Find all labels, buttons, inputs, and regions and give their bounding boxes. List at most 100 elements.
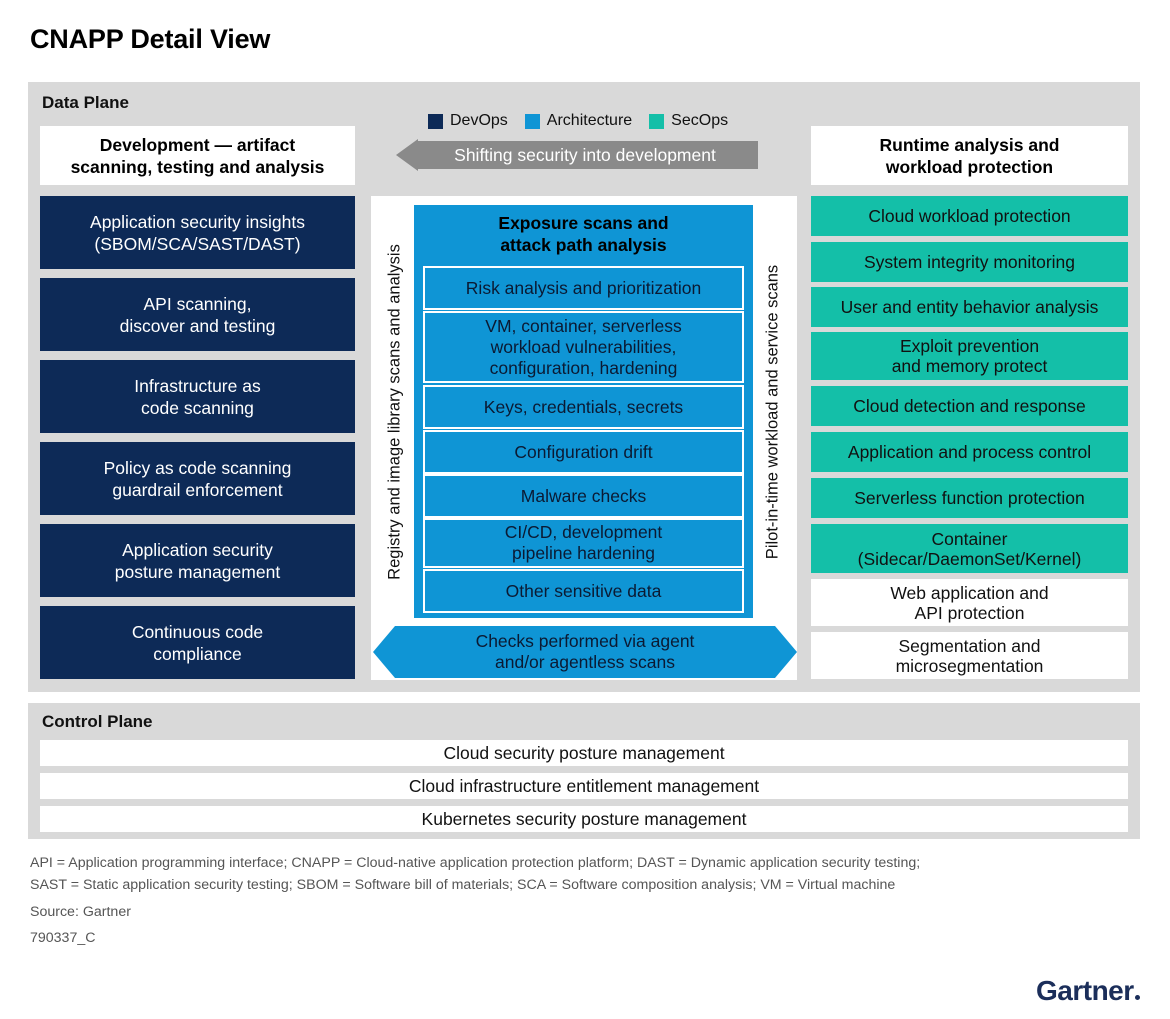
- exposure-item-configuration-drift: Configuration drift: [423, 430, 744, 474]
- runtime-heading-line2: workload protection: [885, 156, 1054, 177]
- dev-item-line: guardrail enforcement: [112, 479, 283, 500]
- development-heading-line1: Development — artifact: [99, 134, 296, 155]
- gartner-logo-text: Gartner: [1036, 975, 1134, 1006]
- legend-label: SecOps: [671, 112, 729, 129]
- exposure-item-line: Risk analysis and prioritization: [465, 277, 702, 298]
- legend-item-devops: DevOps: [428, 112, 508, 130]
- runtime-item-system-integrity-monitoring: System integrity monitoring: [811, 242, 1128, 282]
- development-heading-line2: scanning, testing and analysis: [70, 156, 325, 177]
- runtime-item-line: Segmentation and: [898, 635, 1041, 656]
- control-item-ciem: Cloud infrastructure entitlement managem…: [40, 773, 1128, 799]
- exposure-item-risk-analysis: Risk analysis and prioritization: [423, 266, 744, 310]
- runtime-item-application-process-control: Application and process control: [811, 432, 1128, 472]
- runtime-item-line: Cloud workload protection: [868, 206, 1071, 226]
- exposure-item-malware-checks: Malware checks: [423, 474, 744, 518]
- logo-dot: [1134, 995, 1140, 1000]
- dev-item-line: Policy as code scanning: [103, 457, 292, 478]
- runtime-item-line: and memory protect: [891, 356, 1048, 376]
- checks-double-arrow: [373, 626, 797, 678]
- shift-arrow-label: Shifting security into development: [454, 144, 716, 165]
- runtime-heading-line1: Runtime analysis and: [879, 134, 1060, 155]
- runtime-item-line: System integrity monitoring: [863, 252, 1076, 272]
- runtime-item-cloud-workload-protection: Cloud workload protection: [811, 196, 1128, 236]
- runtime-item-line: API protection: [914, 602, 1025, 623]
- abbreviations-line: API = Application programming interface;…: [30, 855, 921, 871]
- registry-scans-vertical-label: Registry and image library scans and ana…: [385, 244, 404, 580]
- dev-item-line: (SBOM/SCA/SAST/DAST): [94, 233, 301, 254]
- runtime-item-line: Exploit prevention: [899, 336, 1040, 356]
- figure-id: 790337_C: [30, 930, 96, 946]
- exposure-item-line: Keys, credentials, secrets: [483, 396, 684, 417]
- exposure-item-line: Other sensitive data: [505, 580, 662, 601]
- exposure-item-line: CI/CD, development: [504, 522, 663, 542]
- shift-left-arrow: [396, 139, 758, 171]
- exposure-item-other-sensitive-data: Other sensitive data: [423, 569, 744, 613]
- page-title: CNAPP Detail View: [30, 24, 271, 54]
- abbreviations-note: API = Application programming interface;…: [30, 852, 1140, 896]
- runtime-item-serverless-function-protection: Serverless function protection: [811, 478, 1128, 518]
- control-item-cspm: Cloud security posture management: [40, 740, 1128, 766]
- dev-item-line: Infrastructure as: [134, 375, 261, 396]
- control-plane-label: Control Plane: [42, 712, 153, 731]
- runtime-item-container: Container(Sidecar/DaemonSet/Kernel): [811, 524, 1128, 573]
- exposure-heading-line1: Exposure scans and: [498, 213, 669, 233]
- runtime-item-line: Container: [931, 528, 1008, 549]
- source-note: Source: Gartner: [30, 904, 131, 920]
- checks-line1: Checks performed via agent: [475, 631, 695, 651]
- exposure-item-line: workload vulnerabilities,: [490, 336, 677, 357]
- exposure-scans-heading: Exposure scans and attack path analysis: [414, 205, 753, 263]
- dev-item-line: Application security insights: [90, 211, 305, 232]
- legend-item-secops: SecOps: [649, 112, 728, 130]
- dev-item-line: API scanning,: [143, 293, 252, 314]
- exposure-item-line: configuration, hardening: [489, 357, 678, 378]
- abbreviations-line: SAST = Static application security testi…: [30, 877, 896, 893]
- runtime-item-line: Application and process control: [847, 442, 1092, 462]
- runtime-heading: Runtime analysis and workload protection: [811, 126, 1128, 185]
- runtime-item-line: Web application and: [890, 582, 1049, 603]
- runtime-item-line: Serverless function protection: [854, 488, 1085, 508]
- dev-item-application-security-insights: Application security insights(SBOM/SCA/S…: [40, 196, 355, 269]
- legend-swatch-secops: [649, 113, 665, 129]
- runtime-item-line: microsegmentation: [895, 655, 1044, 676]
- exposure-item-line: Malware checks: [520, 485, 647, 506]
- exposure-item-keys-credentials: Keys, credentials, secrets: [423, 385, 744, 429]
- dev-item-line: compliance: [153, 643, 242, 664]
- runtime-item-line: (Sidecar/DaemonSet/Kernel): [857, 548, 1082, 569]
- dev-item-line: Continuous code: [131, 621, 264, 642]
- legend-item-architecture: Architecture: [524, 112, 633, 130]
- legend-label: Architecture: [546, 112, 633, 129]
- runtime-item-line: User and entity behavior analysis: [840, 297, 1099, 317]
- checks-line2: and/or agentless scans: [495, 652, 675, 672]
- workload-scans-vertical-label: Pilot-in-time workload and service scans: [763, 264, 782, 560]
- exposure-item-line: Configuration drift: [514, 441, 653, 462]
- runtime-item-user-entity-behavior: User and entity behavior analysis: [811, 287, 1128, 327]
- checks-arrow-label: Checks performed via agent and/or agentl…: [400, 626, 770, 678]
- development-heading: Development — artifact scanning, testing…: [40, 126, 355, 185]
- dev-item-line: Application security: [122, 539, 273, 560]
- legend-label: DevOps: [450, 112, 508, 129]
- gartner-logo: Gartner: [1036, 975, 1140, 1007]
- legend-swatch-architecture: [524, 113, 540, 129]
- legend-swatch-devops: [428, 113, 443, 129]
- legend: DevOps Architecture SecOps: [428, 112, 745, 130]
- dev-item-line: discover and testing: [119, 315, 276, 336]
- exposure-item-line: pipeline hardening: [511, 543, 656, 563]
- dev-item-api-scanning: API scanning,discover and testing: [40, 278, 355, 351]
- dev-item-line: posture management: [114, 561, 281, 582]
- runtime-item-line: Cloud detection and response: [853, 396, 1086, 416]
- data-plane-label: Data Plane: [42, 93, 129, 112]
- runtime-item-cloud-detection-response: Cloud detection and response: [811, 386, 1128, 426]
- exposure-heading-line2: attack path analysis: [500, 235, 667, 255]
- control-item-kspm: Kubernetes security posture management: [40, 806, 1128, 832]
- dev-item-line: code scanning: [141, 397, 254, 418]
- exposure-item-line: VM, container, serverless: [485, 315, 682, 336]
